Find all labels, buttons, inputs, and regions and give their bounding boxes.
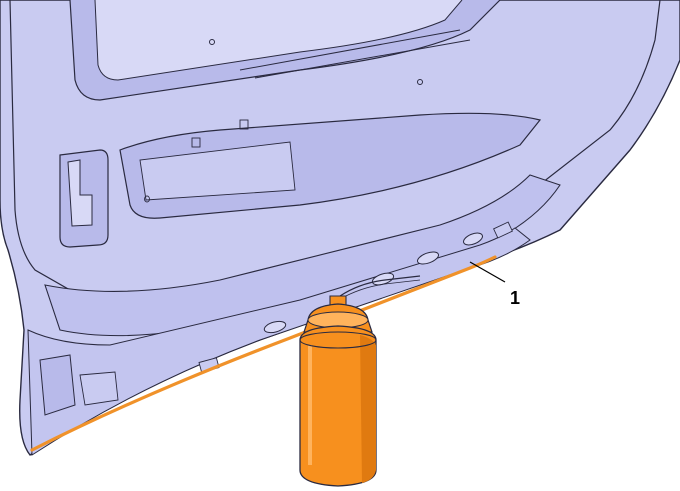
switch-square-2	[239, 119, 249, 130]
spray-can-shade	[360, 335, 376, 483]
corner-hinge	[39, 354, 76, 416]
spray-can-shine	[308, 345, 312, 465]
spray-can	[299, 295, 377, 487]
sealant-strip	[30, 255, 497, 452]
rail-hole-1	[209, 39, 215, 45]
callout-label-1: 1	[510, 288, 520, 308]
lower-sill	[27, 227, 531, 456]
window-rail	[239, 29, 471, 79]
drain-hole-3	[417, 251, 439, 265]
corner-detail	[79, 371, 119, 406]
window-frame-inner	[94, 0, 463, 81]
spray-tube	[339, 275, 421, 297]
drain-hole-1	[263, 320, 287, 334]
rail-hole-2	[417, 79, 423, 85]
drain-hole-4	[463, 232, 483, 246]
switch-square-1	[191, 137, 201, 148]
handle-lever	[67, 159, 93, 227]
screw-hole	[144, 195, 150, 203]
spray-can-top-ring	[299, 331, 377, 349]
clip-2	[493, 221, 513, 239]
armrest-highlight	[139, 141, 296, 201]
callout-leader-1	[469, 261, 506, 283]
